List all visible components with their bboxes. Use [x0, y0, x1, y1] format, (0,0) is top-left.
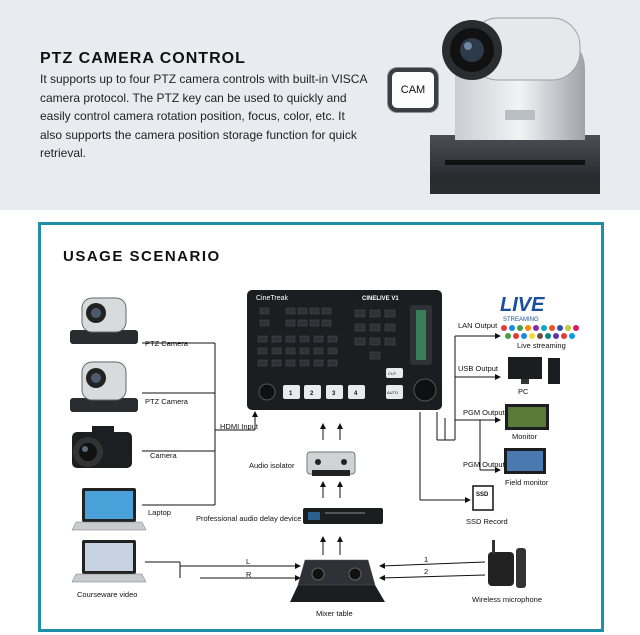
dest-field-monitor: Field monitor — [505, 478, 549, 487]
delay-device-label: Professional audio delay device — [196, 514, 302, 523]
device-button-2: 2 — [310, 391, 314, 397]
output-label-pgm-1: PGM Output — [463, 408, 505, 417]
wireless-mic-label: Wireless microphone — [472, 595, 543, 604]
device-button-3: 3 — [332, 391, 336, 397]
dest-pc: PC — [518, 387, 529, 396]
dslr-camera-icon — [72, 426, 132, 468]
monitor-icon — [505, 404, 549, 430]
output-label-pgm-2: PGM Output — [463, 460, 505, 469]
device-cut: CUT — [388, 371, 397, 376]
output-label-lan: LAN Output — [458, 321, 498, 330]
input-label-ptz-2: PTZ Camera — [145, 397, 188, 406]
dest-live-streaming: Live streaming — [517, 341, 566, 350]
device-button-1: 1 — [289, 391, 293, 397]
section-description: It supports up to four PTZ camera contro… — [40, 72, 367, 161]
dest-monitor: Monitor — [512, 432, 538, 441]
input-label-laptop: Laptop — [148, 508, 171, 517]
audio-isolator-icon — [306, 451, 356, 476]
cam-key-button: CAM — [388, 68, 438, 112]
ptz-camera-photo — [430, 17, 600, 194]
live-logo-sub: STREAMING — [503, 317, 539, 323]
mixer-table-icon — [290, 559, 385, 602]
device-brand: CineTreak — [256, 295, 289, 302]
usage-title: USAGE SCENARIO — [63, 248, 221, 265]
ssd-icon: SSD — [472, 485, 494, 511]
hdmi-input-label: HDMI Input — [220, 422, 258, 431]
wireless-microphone-icon — [488, 540, 526, 588]
audio-isolator-label: Audio isolator — [249, 461, 295, 470]
dest-ssd-record: SSD Record — [466, 517, 508, 526]
courseware-laptop-icon — [71, 540, 147, 583]
ptz-camera-1-icon — [70, 297, 138, 344]
mixer-label: Mixer table — [316, 609, 353, 618]
device-model: CINELIVE V1 — [362, 296, 399, 302]
live-logo-text: LIVE — [500, 294, 545, 316]
audio-delay-device-icon — [303, 508, 383, 524]
header-section: PTZ CAMERA CONTROL It supports up to fou… — [0, 0, 640, 210]
video-switcher-device: CineTreak CINELIVE V1 1 2 3 4 CUT AUTO — [247, 290, 442, 410]
section-title: PTZ CAMERA CONTROL — [40, 50, 246, 67]
input-label-camera: Camera — [150, 451, 177, 460]
device-button-4: 4 — [354, 391, 358, 397]
mic-line-2: 2 — [424, 567, 429, 576]
field-monitor-icon — [504, 448, 546, 474]
input-label-courseware: Courseware video — [77, 590, 138, 599]
output-label-usb: USB Output — [458, 364, 499, 373]
device-auto: AUTO — [387, 390, 398, 395]
pc-icon — [508, 357, 560, 384]
ptz-camera-2-icon — [70, 361, 138, 412]
laptop-icon — [71, 488, 147, 531]
ssd-text: SSD — [476, 492, 489, 498]
lr-label-r: R — [246, 570, 252, 579]
mic-line-1: 1 — [424, 555, 429, 564]
live-streaming-logo: LIVE STREAMING — [500, 294, 579, 339]
lr-label-l: L — [246, 557, 251, 566]
input-label-ptz-1: PTZ Camera — [145, 339, 188, 348]
